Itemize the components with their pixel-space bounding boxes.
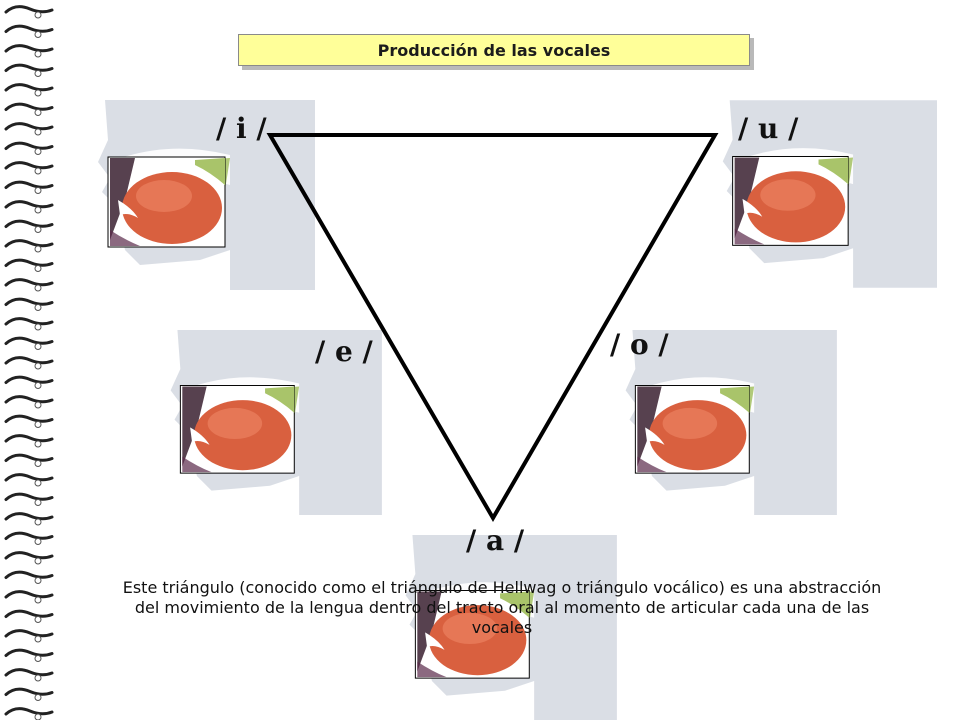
vowel-label-i: / i /: [216, 112, 267, 145]
spiral-binding: [4, 5, 54, 720]
title-box: Producción de las vocales: [238, 34, 750, 66]
page-title: Producción de las vocales: [377, 40, 611, 60]
head-illustration-u: [722, 100, 937, 288]
head-illustration-i: [98, 100, 315, 290]
head-illustration-a: [405, 535, 617, 720]
vowel-label-u: / u /: [738, 112, 799, 145]
vowel-label-a: / a /: [466, 524, 525, 557]
caption-text: Este triángulo (conocido como el triángu…: [122, 578, 882, 637]
vowel-label-o: / o /: [610, 328, 669, 361]
vowel-label-e: / e /: [315, 335, 373, 368]
